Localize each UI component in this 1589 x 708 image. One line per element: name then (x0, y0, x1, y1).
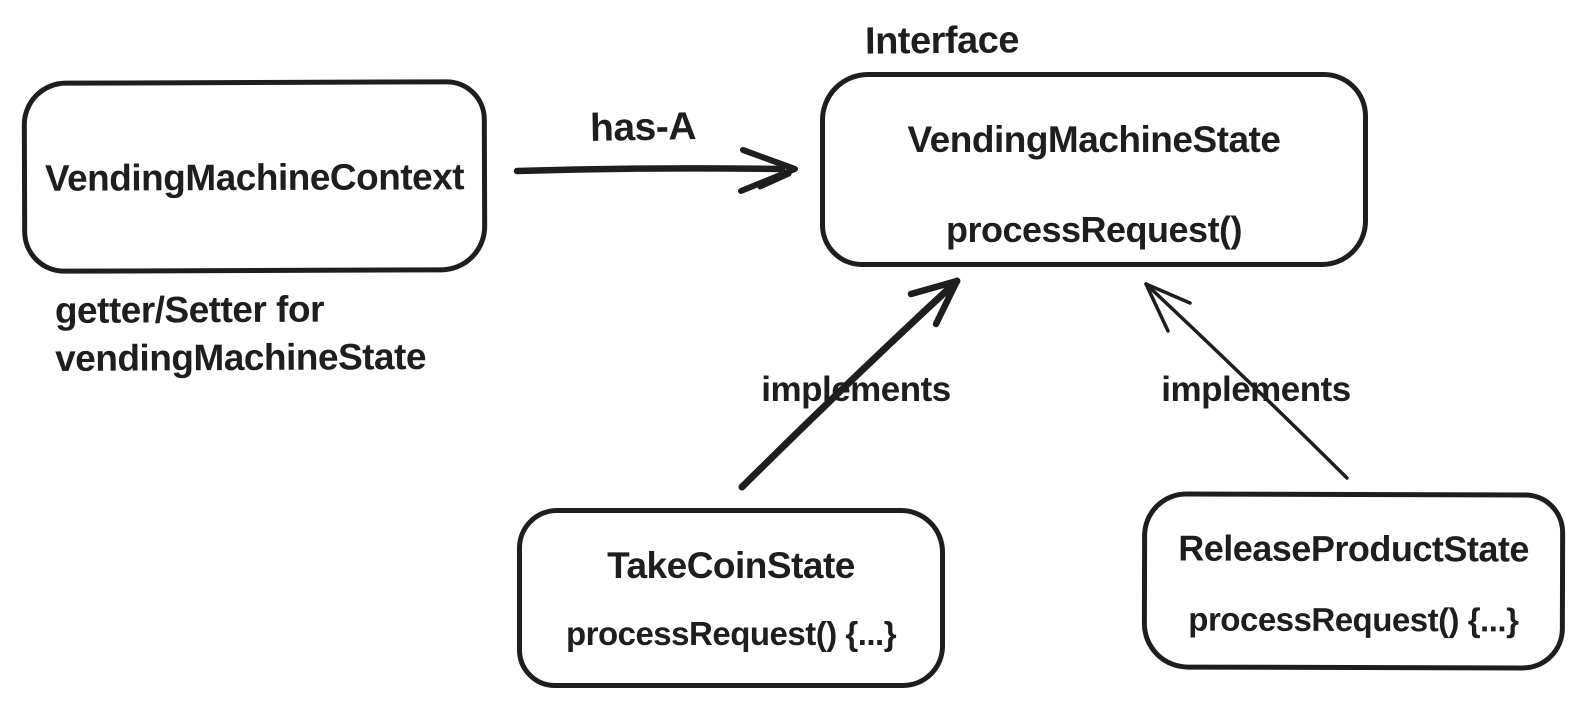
node-title: ReleaseProductState (1178, 527, 1529, 570)
node-vending-machine-state: VendingMachineState processRequest() (820, 72, 1368, 267)
has-a-arrow (513, 147, 798, 194)
node-title: VendingMachineState (907, 119, 1281, 160)
context-note-line1: getter/Setter for (54, 288, 325, 331)
context-note-line2: vendingMachineState (55, 336, 427, 379)
node-method: processRequest() (945, 209, 1243, 250)
node-release-product-state: ReleaseProductState processRequest() {..… (1141, 491, 1566, 671)
node-vending-machine-context: VendingMachineContext (21, 79, 488, 274)
has-a-edge-label: has-A (589, 105, 697, 150)
interface-tag-label: Interface (864, 19, 1020, 63)
implements-left-edge-label: implements (761, 370, 951, 409)
node-method: processRequest() {...} (1188, 600, 1519, 639)
node-take-coin-state: TakeCoinState processRequest() {...} (517, 508, 945, 688)
context-note: getter/Setter for vendingMachineState (55, 285, 426, 383)
implements-left-arrow (738, 277, 961, 491)
node-title: VendingMachineContext (44, 156, 465, 199)
node-method: processRequest() {...} (565, 615, 897, 652)
implements-right-arrow (1144, 282, 1349, 480)
implements-right-edge-label: implements (1161, 370, 1351, 409)
node-title: TakeCoinState (607, 545, 855, 586)
